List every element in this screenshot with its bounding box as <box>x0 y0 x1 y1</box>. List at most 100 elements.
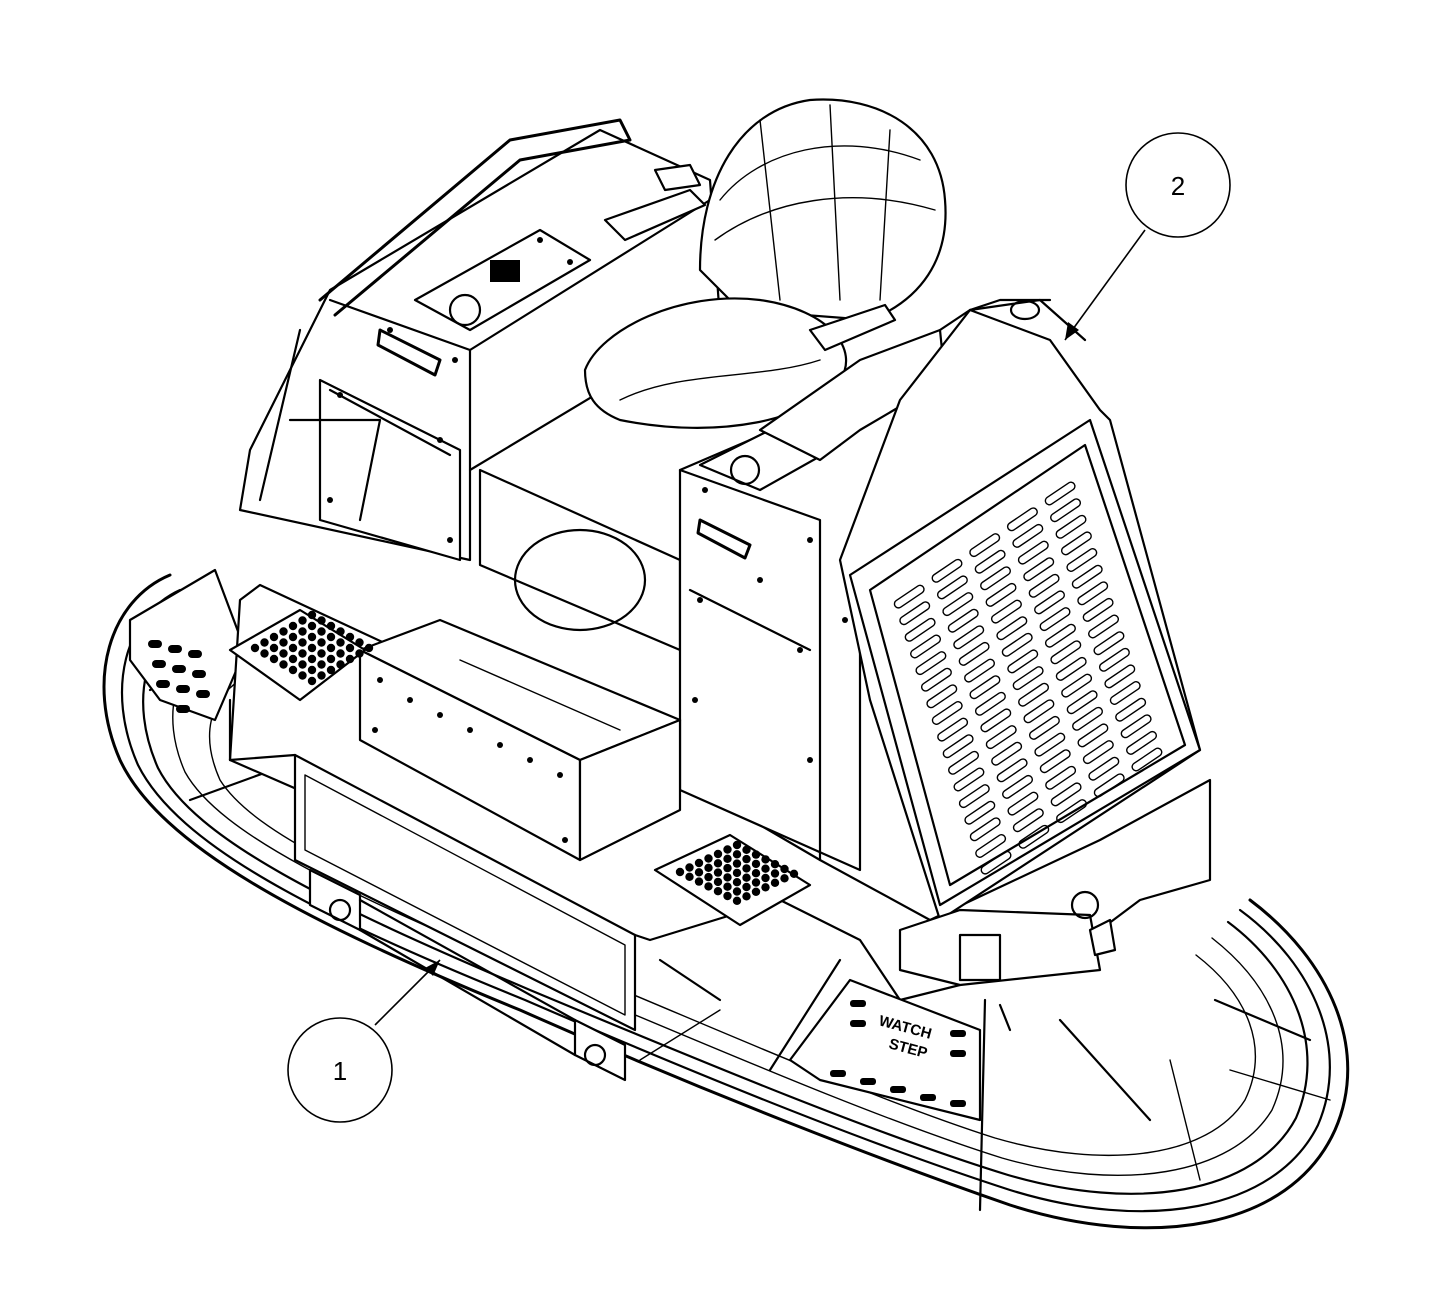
grille-slot <box>1006 507 1038 532</box>
grille-slot <box>1098 647 1130 672</box>
grate-hole <box>279 649 288 658</box>
grille-slot <box>1093 631 1125 656</box>
grille-slot <box>1012 523 1044 548</box>
grate-hole <box>317 638 326 647</box>
grille-slot <box>1039 607 1071 632</box>
grate-hole <box>279 627 288 636</box>
grate-hole <box>336 627 345 636</box>
grate-hole <box>326 643 336 653</box>
grate-hole <box>288 665 298 675</box>
grille-slot <box>1077 723 1109 748</box>
grille-slot <box>1001 632 1033 657</box>
grille-slot <box>931 701 963 725</box>
grate-hole <box>742 873 751 882</box>
grille-slot <box>1093 773 1125 798</box>
grate-hole <box>269 632 279 642</box>
operator-seat <box>583 98 947 429</box>
grate-hole <box>713 887 723 896</box>
grate-hole <box>742 854 751 864</box>
grille-slot <box>1077 581 1109 606</box>
grate-hole <box>751 850 761 859</box>
grate-hole <box>742 864 751 873</box>
grate-hole <box>770 869 780 878</box>
grate-hole <box>732 840 742 850</box>
grate-hole <box>345 654 355 664</box>
grate-hole <box>307 676 317 686</box>
left-console <box>238 118 722 652</box>
grille-slot <box>1050 782 1082 807</box>
grille-slot <box>996 616 1028 641</box>
grate-hole <box>713 849 723 859</box>
grille-slot <box>1007 649 1039 674</box>
grille-slot <box>1120 714 1152 739</box>
grate-hole <box>355 649 364 658</box>
grate-hole <box>675 867 685 877</box>
grille-slot <box>990 599 1022 624</box>
grille-slot <box>1050 498 1082 523</box>
grille-slot <box>974 691 1006 716</box>
grille-slot <box>1055 514 1087 539</box>
grate-hole <box>732 896 742 905</box>
engine-cover-rear <box>838 298 1202 922</box>
grate-hole <box>288 654 298 664</box>
grille-slot <box>969 817 1001 842</box>
grate-hole <box>279 660 288 669</box>
grate-hole <box>336 660 345 669</box>
grate-hole <box>694 877 704 886</box>
grate-hole <box>307 665 317 675</box>
grille-slot <box>1018 824 1050 849</box>
grille-slot <box>1023 699 1055 724</box>
grate-hole <box>751 887 761 896</box>
grille-slot <box>1131 747 1163 772</box>
grille-slot <box>1109 681 1141 705</box>
grille-slot <box>953 625 985 650</box>
grate-hole <box>789 869 799 878</box>
grate-hole <box>307 610 317 620</box>
grate-hole <box>732 850 742 859</box>
step-box <box>228 608 812 927</box>
grille-slot <box>931 558 963 583</box>
grille-slot <box>1012 808 1044 833</box>
grate-hole <box>326 665 336 675</box>
grate-hole <box>355 638 364 647</box>
grate-hole <box>761 864 770 873</box>
grate-hole <box>732 868 742 878</box>
grate-hole <box>345 643 355 653</box>
grille-slot <box>964 800 996 825</box>
grate-hole <box>723 891 732 901</box>
grille-slot <box>980 566 1012 591</box>
grate-hole <box>307 621 317 631</box>
grate-hole <box>298 660 307 669</box>
grate-hole <box>704 882 713 891</box>
grate-hole <box>780 874 789 883</box>
grate-hole <box>298 671 307 680</box>
grate-hole <box>770 860 780 869</box>
grille-slot <box>1034 590 1066 615</box>
grate-hole <box>723 845 732 854</box>
grate-hole <box>723 873 732 882</box>
grate-hole <box>704 863 713 872</box>
grille-slot <box>936 575 968 600</box>
grate-hole <box>298 616 307 625</box>
grille-slot <box>1050 640 1082 665</box>
grille-slot <box>1066 548 1098 572</box>
grate-hole <box>723 854 732 863</box>
grille-slot <box>1002 774 1034 799</box>
grille-slot <box>958 641 990 666</box>
grille-slot <box>996 758 1028 783</box>
grille-slot <box>1082 597 1114 622</box>
grille-slot <box>948 750 980 775</box>
grate-hole <box>761 855 770 864</box>
grille-slot <box>1007 791 1039 816</box>
grille-slot <box>1034 732 1066 757</box>
grille-slot <box>953 767 985 792</box>
grille-slot <box>1104 664 1136 689</box>
grate-hole <box>279 638 288 647</box>
grate-hole <box>685 863 694 872</box>
grate-hole <box>307 632 317 642</box>
grate-hole <box>288 632 298 642</box>
grille-slot <box>947 608 979 633</box>
grille-slot <box>1055 656 1087 681</box>
callout-1: 1 <box>287 959 441 1123</box>
grate-hole <box>298 649 307 658</box>
